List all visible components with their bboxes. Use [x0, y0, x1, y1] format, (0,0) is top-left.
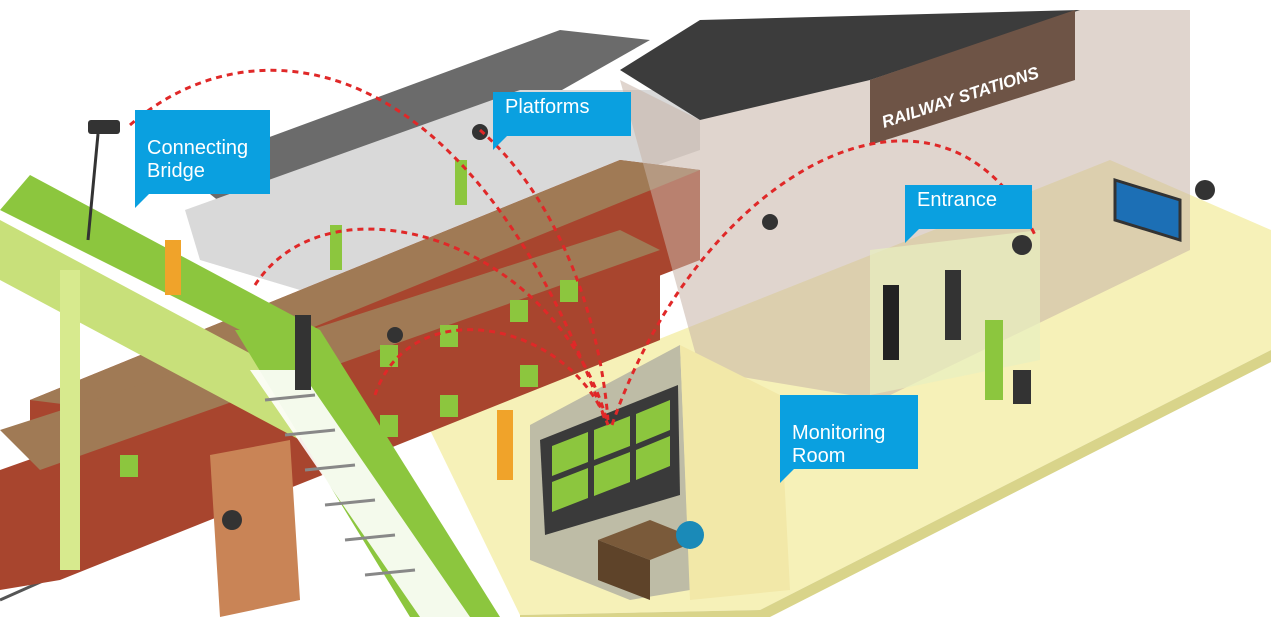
- operator-desk: [598, 520, 700, 560]
- coverage-lines: [129, 68, 1037, 426]
- coverage-line-train: [253, 227, 610, 426]
- building-camera-icon: [762, 214, 778, 230]
- far-platform: [185, 90, 700, 290]
- callout-monitoring-room: Monitoring Room: [780, 395, 918, 483]
- callout-platforms-label: Platforms: [505, 96, 590, 118]
- desk-front: [598, 540, 650, 600]
- bridge-camera-icon: [88, 120, 120, 134]
- suitcase: [1013, 370, 1031, 404]
- callout-monitoring-room-label: Monitoring Room: [792, 422, 886, 467]
- traveler-entrance: [883, 285, 899, 360]
- callout-connecting-bridge-label: Connecting Bridge: [147, 137, 249, 182]
- train-headlight: [222, 510, 242, 530]
- wall-display: [1113, 177, 1182, 243]
- person-far-platform: [455, 160, 467, 205]
- stair-treads: [264, 393, 416, 577]
- station-sign: [870, 10, 1075, 145]
- callout-connecting-bridge: Connecting Bridge: [135, 110, 270, 208]
- coverage-line-bridge: [129, 68, 607, 421]
- cctv-cameras: [86, 120, 1215, 343]
- traveler-with-suitcase: [985, 320, 1003, 400]
- train-cab: [210, 440, 300, 617]
- entrance-camera-icon: [1012, 235, 1032, 255]
- monitoring-room-wall: [680, 345, 790, 600]
- callout-entrance: Entrance: [905, 185, 1032, 243]
- coverage-line-front-train: [373, 328, 610, 426]
- video-wall-screens: [552, 400, 670, 512]
- platform-camera-icon: [472, 124, 488, 140]
- wall-camera-icon: [1195, 180, 1215, 200]
- building-roof: [620, 10, 1080, 120]
- train-camera-icon: [387, 327, 403, 343]
- bridge-deck: [0, 175, 320, 370]
- porter: [497, 410, 513, 480]
- bridge-pillar: [60, 270, 80, 570]
- coverage-line-entrance: [610, 139, 1037, 426]
- callout-entrance-label: Entrance: [917, 189, 998, 211]
- people: [165, 160, 1031, 480]
- person-at-kiosk: [945, 270, 961, 340]
- person-with-tablet: [295, 315, 311, 390]
- callout-platforms: Platforms: [493, 92, 631, 150]
- operator: [676, 521, 704, 549]
- worker-on-bridge: [165, 240, 181, 295]
- person-on-platform: [330, 225, 342, 270]
